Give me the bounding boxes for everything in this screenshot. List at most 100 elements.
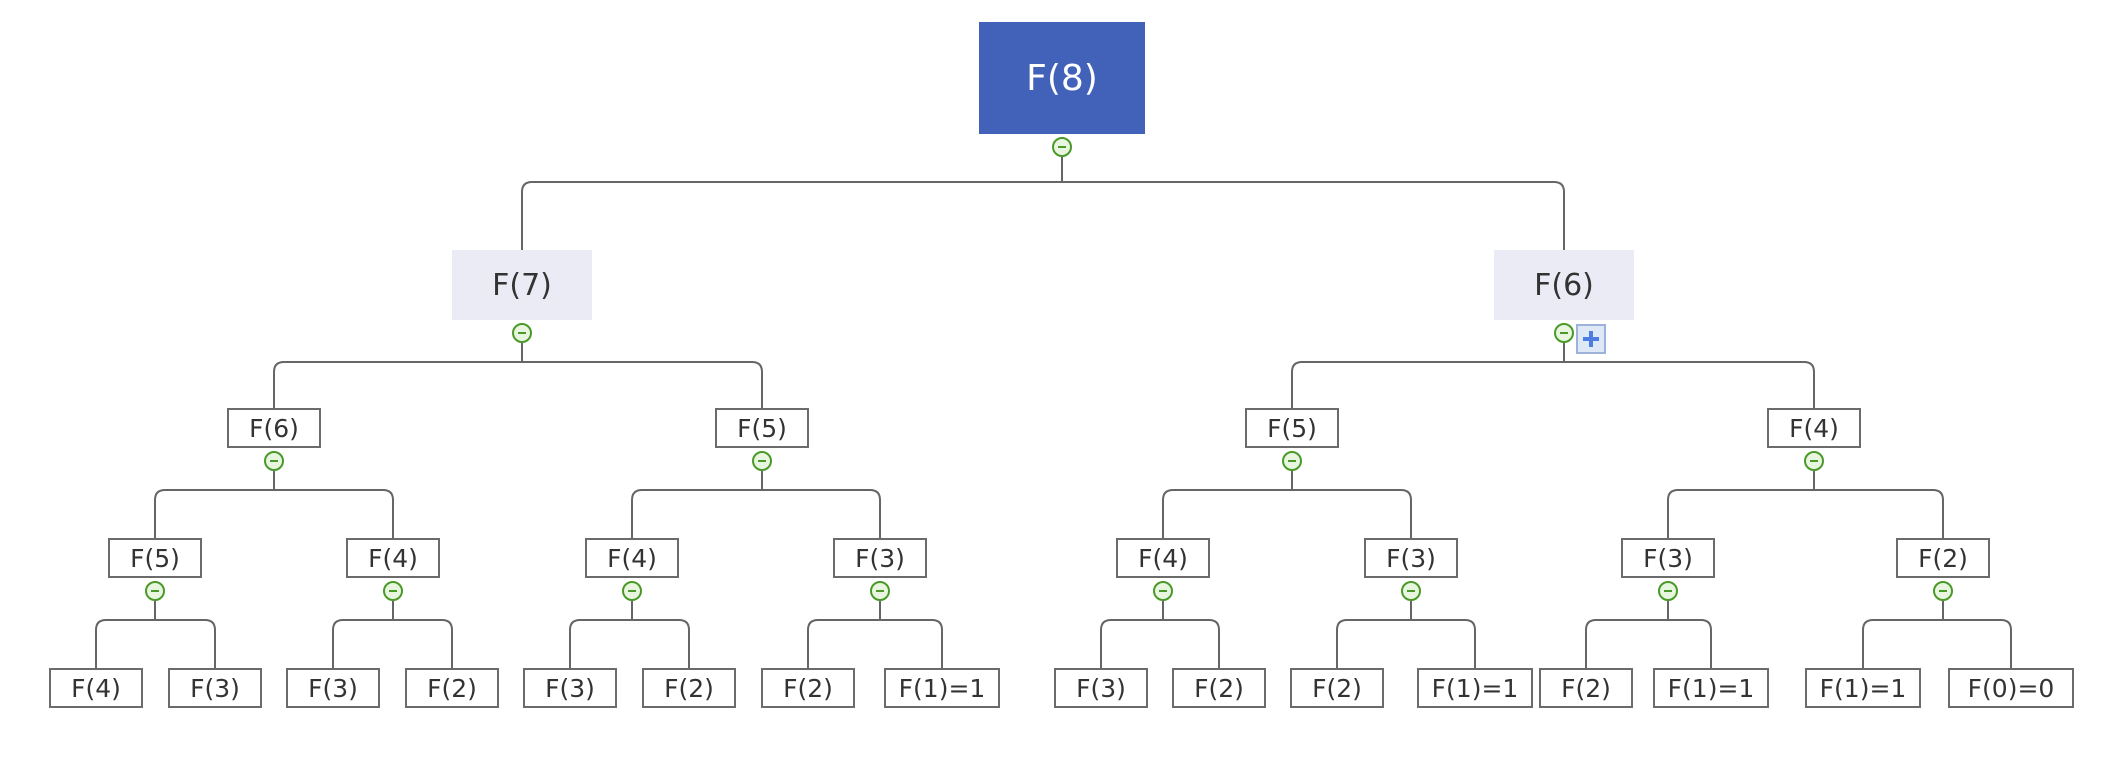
node-label: F(1)=1 [898,673,986,703]
node-label: F(3) [1076,673,1126,703]
collapse-minus-icon[interactable] [1052,137,1072,157]
node-label: F(6) [249,413,299,443]
connector-line [521,343,763,408]
node-label: F(4) [1789,413,1839,443]
connector-line [761,471,881,538]
node-root-2[interactable]: F(6) [1494,250,1634,320]
node-root-1-2-2-1[interactable]: F(2) [761,668,855,708]
node-root-2-1-2-1[interactable]: F(2) [1290,668,1384,708]
connector-line [1291,471,1412,538]
node-root-2-2[interactable]: F(4) [1767,408,1861,448]
node-root-1-1-1[interactable]: F(5) [108,538,202,578]
add-plus-icon[interactable] [1576,324,1606,354]
node-label: F(4) [368,543,418,573]
node-label: F(2) [427,673,477,703]
connector-line [273,343,523,408]
node-root-1-2-2[interactable]: F(3) [833,538,927,578]
connector-line [1162,601,1220,668]
collapse-minus-icon[interactable] [1804,451,1824,471]
collapse-minus-icon[interactable] [145,581,165,601]
collapse-minus-icon[interactable] [1401,581,1421,601]
node-label: F(2) [1312,673,1362,703]
node-label: F(2) [1561,673,1611,703]
node-root-2-1-1-2[interactable]: F(2) [1172,668,1266,708]
connector-line [154,601,216,668]
connector-line [631,471,763,538]
collapse-minus-icon[interactable] [1933,581,1953,601]
node-label: F(5) [1267,413,1317,443]
node-label: F(5) [737,413,787,443]
node-label: F(1)=1 [1667,673,1755,703]
node-label: F(2) [1194,673,1244,703]
node-root-1-1-1-2[interactable]: F(3) [168,668,262,708]
node-root-2-2-2[interactable]: F(2) [1896,538,1990,578]
collapse-minus-icon[interactable] [1554,323,1574,343]
connector-line [807,601,881,668]
connector-line [1667,601,1712,668]
collapse-minus-icon[interactable] [622,581,642,601]
connector-line [1336,601,1412,668]
node-label: F(4) [71,673,121,703]
collapse-minus-icon[interactable] [383,581,403,601]
connector-line [273,471,394,538]
node-root-1[interactable]: F(7) [452,250,592,320]
collapse-minus-icon[interactable] [870,581,890,601]
node-root-1-1-2-2[interactable]: F(2) [405,668,499,708]
node-root-2-2-1[interactable]: F(3) [1621,538,1715,578]
node-label: F(3) [1386,543,1436,573]
collapse-minus-icon[interactable] [1282,451,1302,471]
node-root[interactable]: F(8) [979,22,1145,134]
node-label: F(7) [492,267,552,303]
collapse-minus-icon[interactable] [1658,581,1678,601]
connector-line [569,601,633,668]
node-root-2-2-1-1[interactable]: F(2) [1539,668,1633,708]
connector-line [1061,157,1565,250]
connector-line [1410,601,1476,668]
node-root-2-2-1-2[interactable]: F(1)=1 [1653,668,1769,708]
connector-line [1667,471,1815,538]
connector-line [879,601,943,668]
node-root-1-1[interactable]: F(6) [227,408,321,448]
node-label: F(2) [783,673,833,703]
node-root-2-2-2-1[interactable]: F(1)=1 [1805,668,1921,708]
node-root-1-1-2[interactable]: F(4) [346,538,440,578]
node-label: F(1)=1 [1819,673,1907,703]
connector-line [1813,471,1944,538]
connector-line [1100,601,1164,668]
node-label: F(3) [190,673,240,703]
collapse-minus-icon[interactable] [1153,581,1173,601]
node-label: F(3) [308,673,358,703]
connector-line [1162,471,1293,538]
connector-line [95,601,156,668]
node-root-2-1[interactable]: F(5) [1245,408,1339,448]
node-label: F(1)=1 [1431,673,1519,703]
collapse-minus-icon[interactable] [264,451,284,471]
node-root-1-2-1-1[interactable]: F(3) [523,668,617,708]
node-label: F(3) [545,673,595,703]
collapse-minus-icon[interactable] [752,451,772,471]
node-root-2-2-2-2[interactable]: F(0)=0 [1948,668,2074,708]
node-label: F(4) [1138,543,1188,573]
node-root-2-1-1[interactable]: F(4) [1116,538,1210,578]
collapse-minus-icon[interactable] [512,323,532,343]
node-root-1-2-1-2[interactable]: F(2) [642,668,736,708]
connector-line [1862,601,1944,668]
node-label: F(3) [1643,543,1693,573]
node-root-1-2[interactable]: F(5) [715,408,809,448]
node-root-2-1-1-1[interactable]: F(3) [1054,668,1148,708]
node-root-1-2-2-2[interactable]: F(1)=1 [884,668,1000,708]
connector-line [631,601,690,668]
node-root-2-1-2-2[interactable]: F(1)=1 [1417,668,1533,708]
connector-line [1585,601,1669,668]
connector-line [154,471,275,538]
node-label: F(4) [607,543,657,573]
connector-line [332,601,394,668]
node-label: F(6) [1534,267,1594,303]
node-label: F(2) [1918,543,1968,573]
node-root-1-1-1-1[interactable]: F(4) [49,668,143,708]
node-root-1-2-1[interactable]: F(4) [585,538,679,578]
node-label: F(3) [855,543,905,573]
node-root-1-1-2-1[interactable]: F(3) [286,668,380,708]
node-root-2-1-2[interactable]: F(3) [1364,538,1458,578]
